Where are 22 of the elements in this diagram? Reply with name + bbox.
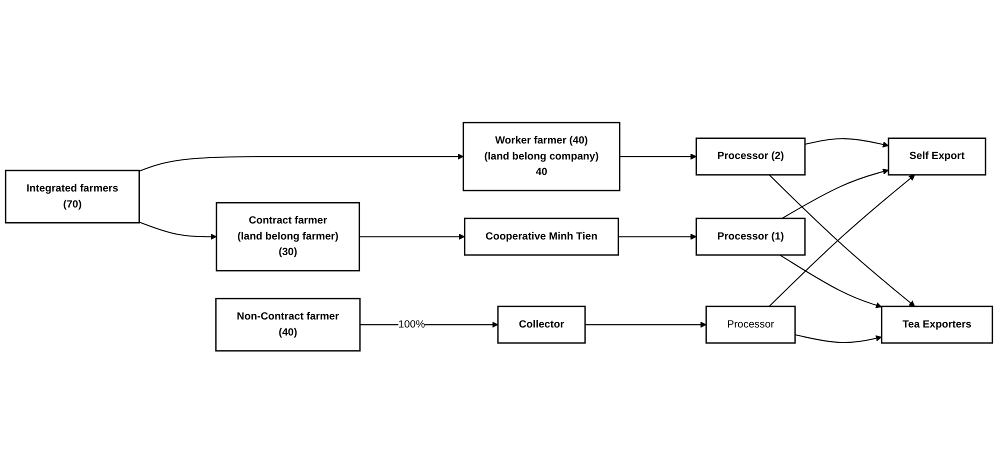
arrow: [782, 168, 889, 219]
arrow: [139, 221, 217, 240]
node-box: Self Export: [888, 137, 986, 176]
node-box: Worker farmer (40) (land belong company) 40: [462, 122, 620, 192]
node-box: Non-Contract farmer (40): [215, 298, 361, 352]
arrow: [794, 334, 882, 343]
node-box: Tea Exporters: [880, 306, 994, 344]
node-box: Processor (1): [696, 218, 806, 256]
node-box: Processor: [705, 306, 796, 344]
node-box: Collector: [497, 306, 586, 344]
node-box: Cooperative Minh Tien: [464, 218, 620, 256]
arrow: [585, 321, 706, 328]
arrow: [620, 153, 697, 160]
arrow: [139, 153, 464, 172]
arrow: [618, 233, 697, 240]
node-box: Contract farmer (land belong farmer) (30): [216, 202, 360, 272]
arrow: [359, 233, 465, 240]
arrow: [780, 254, 882, 308]
node-box: Processor (2): [696, 137, 806, 176]
arrow: [804, 138, 889, 148]
edge-label: 100%: [398, 318, 426, 330]
node-box: Integrated farmers (70): [4, 170, 140, 224]
